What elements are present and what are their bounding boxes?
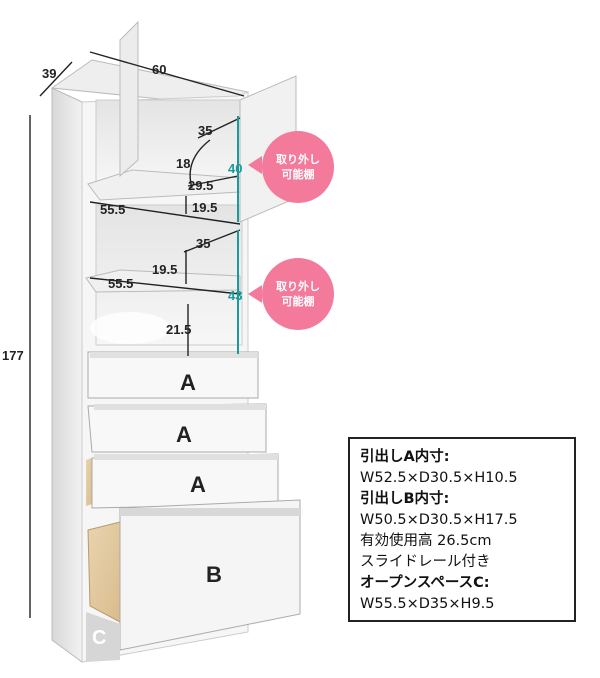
spec-c-value: W55.5×D35×H9.5 [360,596,495,612]
dim-depth: 39 [42,66,56,81]
spec-b-title: 引出しB内寸: [360,491,450,507]
dim-upper-2: 18 [176,156,190,171]
open-space-c [86,612,120,662]
dim-upper-3: 29.5 [188,178,213,193]
drawer-label-2: A [176,422,192,447]
cabinet-side [51,87,83,663]
callout-removable-shelf-2: 取り外し 可能棚 [262,258,334,330]
drawer-2 [87,403,267,453]
callout-2-line2: 可能棚 [281,295,315,308]
middle-shelf [85,269,241,293]
callout-1-line1: 取り外し [276,153,320,166]
left-door [119,20,139,178]
drawer-label-3: A [190,472,206,497]
spec-b-value: W50.5×D30.5×H17.5 [360,512,518,528]
spec-box: 引出しA内寸: W52.5×D30.5×H10.5 引出しB内寸: W50.5×… [348,437,576,622]
callout-removable-shelf-1: 取り外し 可能棚 [262,131,334,203]
dim-mid-1: 35 [196,236,210,251]
dim-middle-span: 43 [228,288,242,303]
drawer-label-b: B [206,562,222,587]
open-space-label: C [92,627,106,649]
drawer-1 [87,351,259,399]
dim-height: 177 [2,348,24,363]
callout-arrow-1 [248,156,262,174]
spec-c-title: オープンスペースC: [360,575,490,591]
dim-upper-5: 55.5 [100,202,125,217]
dim-upper-4: 19.5 [192,200,217,215]
dim-upper-span: 40 [228,161,242,176]
drawer-3 [86,453,279,509]
callout-1-line2: 可能棚 [281,168,315,181]
dim-upper-1: 35 [198,123,212,138]
dim-mid-3: 55.5 [108,276,133,291]
spec-b-height: 有効使用高 26.5cm [360,533,492,549]
drawer-b [87,499,301,651]
spec-a-title: 引出しA内寸: [360,449,450,465]
dim-width: 60 [152,62,166,77]
dim-mid-4: 21.5 [166,322,191,337]
drawer-label-1: A [180,370,196,395]
spec-b-rail: スライドレール付き [360,554,491,570]
callout-arrow-2 [248,285,262,303]
callout-2-line1: 取り外し [276,280,320,293]
spec-a-value: W52.5×D30.5×H10.5 [360,470,518,486]
dim-mid-2: 19.5 [152,262,177,277]
